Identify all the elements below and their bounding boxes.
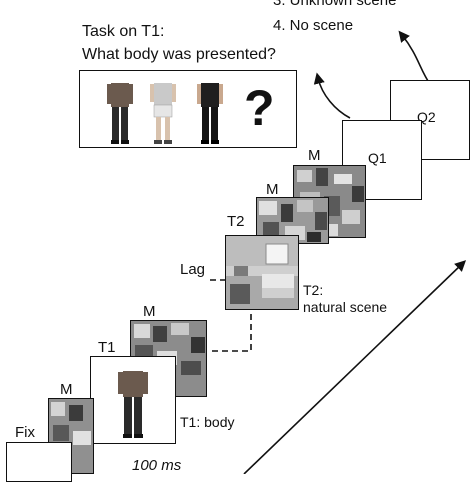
t1-desc: T1: body: [180, 414, 235, 430]
t2-label: T2: [227, 213, 245, 230]
mask-label-3: M: [308, 147, 321, 164]
t2-desc-line2: natural scene: [303, 299, 388, 315]
fix-label: Fix: [15, 424, 35, 441]
body-figure-dark-icon: [197, 83, 223, 144]
mask-label-2: M: [266, 181, 279, 198]
task-title: Task on T1:: [82, 23, 165, 40]
t1-frame: [90, 356, 176, 444]
mask-label-m1b: M: [143, 303, 156, 320]
q2-arrow: [398, 30, 431, 85]
lag-label: Lag: [180, 261, 206, 278]
bedroom-scene-icon: [226, 236, 298, 309]
task-answer-box: ?: [79, 70, 297, 148]
body-figure-shorts-icon: [150, 83, 176, 144]
mask-label-m1: M: [60, 381, 73, 398]
response-option-3: 3. Unknown scene: [273, 0, 397, 9]
task-question: What body was presented?: [82, 46, 276, 63]
body-figure-casual-icon: [107, 83, 133, 144]
duration-label: 100 ms: [132, 457, 182, 474]
unknown-body-glyph: ?: [244, 80, 275, 136]
t2-desc-line1: T2:: [303, 282, 324, 298]
t1-body-icon: [118, 371, 148, 438]
mask-pattern-1: [49, 399, 93, 473]
body-figures: [107, 83, 223, 144]
response-option-4: 4. No scene: [273, 17, 354, 34]
fix-frame: [6, 442, 72, 482]
q1-label: Q1: [368, 150, 387, 166]
t2-scene-image: [225, 235, 299, 310]
t1-label: T1: [98, 339, 116, 356]
q1-arrow: [313, 72, 351, 119]
